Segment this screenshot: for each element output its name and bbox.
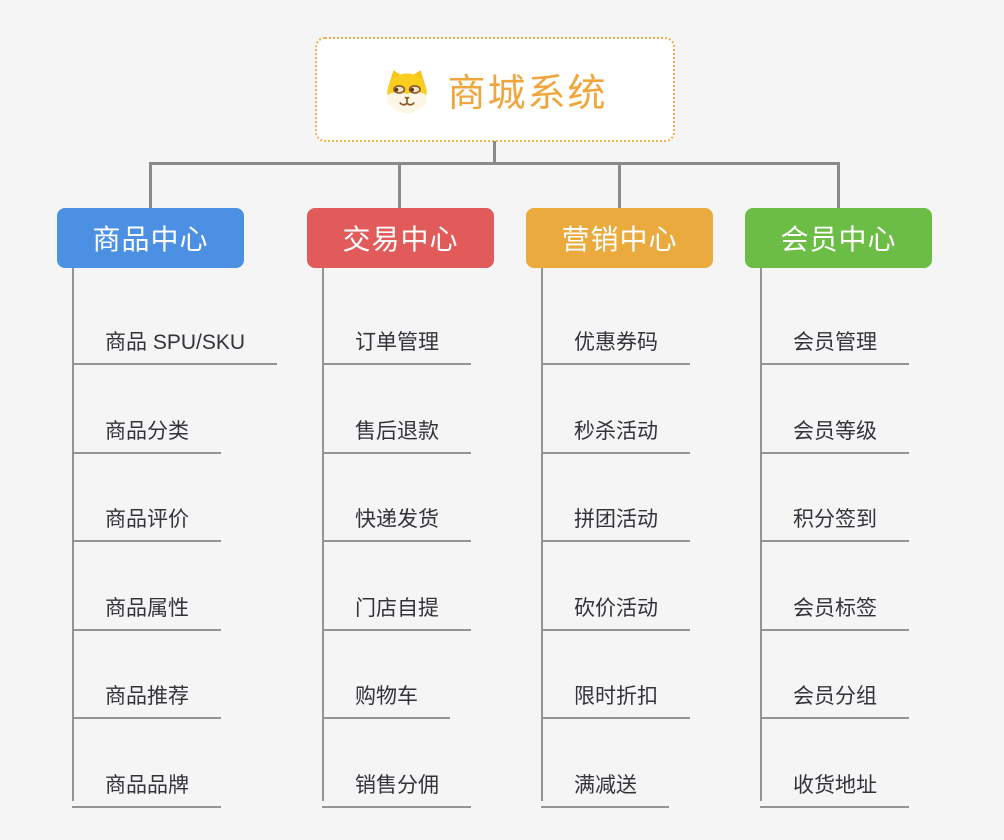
leaf-node[interactable]: 会员管理 bbox=[760, 312, 909, 365]
branch-header-trade[interactable]: 交易中心 bbox=[307, 208, 494, 268]
root-title: 商城系统 bbox=[447, 73, 608, 115]
leaf-node[interactable]: 会员等级 bbox=[760, 401, 909, 454]
branch-header-marketing[interactable]: 营销中心 bbox=[526, 208, 713, 268]
root-node-mall-system[interactable]: 商城系统 bbox=[315, 37, 675, 142]
leaf-node[interactable]: 商品属性 bbox=[72, 578, 221, 631]
branch-column-marketing: 营销中心 优惠券码 秒杀活动 拼团活动 砍价活动 限时折扣 满减送 bbox=[526, 208, 756, 808]
leaf-node[interactable]: 商品推荐 bbox=[72, 666, 221, 719]
connector-drop-product bbox=[149, 164, 152, 209]
branch-column-trade: 交易中心 订单管理 售后退款 快递发货 门店自提 购物车 销售分佣 bbox=[307, 208, 537, 808]
leaf-node[interactable]: 会员分组 bbox=[760, 666, 909, 719]
leaf-node[interactable]: 快递发货 bbox=[322, 489, 471, 542]
branch-header-product[interactable]: 商品中心 bbox=[57, 208, 244, 268]
leaf-node[interactable]: 优惠券码 bbox=[541, 312, 690, 365]
connector-horizontal-bus bbox=[149, 162, 840, 165]
leaf-node[interactable]: 限时折扣 bbox=[541, 666, 690, 719]
leaf-node[interactable]: 秒杀活动 bbox=[541, 401, 690, 454]
leaf-node[interactable]: 拼团活动 bbox=[541, 489, 690, 542]
leaf-node[interactable]: 商品 SPU/SKU bbox=[72, 312, 278, 365]
connector-drop-marketing bbox=[618, 164, 621, 209]
branch-spine-line bbox=[760, 268, 762, 801]
dog-face-icon bbox=[387, 69, 428, 113]
leaf-node[interactable]: 售后退款 bbox=[322, 401, 471, 454]
leaf-node[interactable]: 砍价活动 bbox=[541, 578, 690, 631]
leaf-node[interactable]: 商品分类 bbox=[72, 401, 221, 454]
branch-column-member: 会员中心 会员管理 会员等级 积分签到 会员标签 会员分组 收货地址 bbox=[745, 208, 975, 808]
leaf-node[interactable]: 会员标签 bbox=[760, 578, 909, 631]
leaf-node[interactable]: 满减送 bbox=[541, 755, 669, 808]
leaf-node[interactable]: 订单管理 bbox=[322, 312, 471, 365]
leaf-node[interactable]: 门店自提 bbox=[322, 578, 471, 631]
branch-column-product: 商品中心 商品 SPU/SKU 商品分类 商品评价 商品属性 商品推荐 商品品牌 bbox=[57, 208, 287, 808]
branch-header-member[interactable]: 会员中心 bbox=[745, 208, 932, 268]
connector-drop-member bbox=[837, 164, 840, 209]
leaf-node[interactable]: 积分签到 bbox=[760, 489, 909, 542]
leaf-node[interactable]: 商品评价 bbox=[72, 489, 221, 542]
leaf-node[interactable]: 购物车 bbox=[322, 666, 450, 719]
connector-drop-trade bbox=[398, 164, 401, 209]
connector-root-stem bbox=[493, 141, 496, 163]
branch-spine-line bbox=[541, 268, 543, 801]
leaf-node[interactable]: 销售分佣 bbox=[322, 755, 471, 808]
leaf-node[interactable]: 收货地址 bbox=[760, 755, 909, 808]
branch-spine-line bbox=[72, 268, 74, 801]
branch-spine-line bbox=[322, 268, 324, 801]
leaf-node[interactable]: 商品品牌 bbox=[72, 755, 221, 808]
